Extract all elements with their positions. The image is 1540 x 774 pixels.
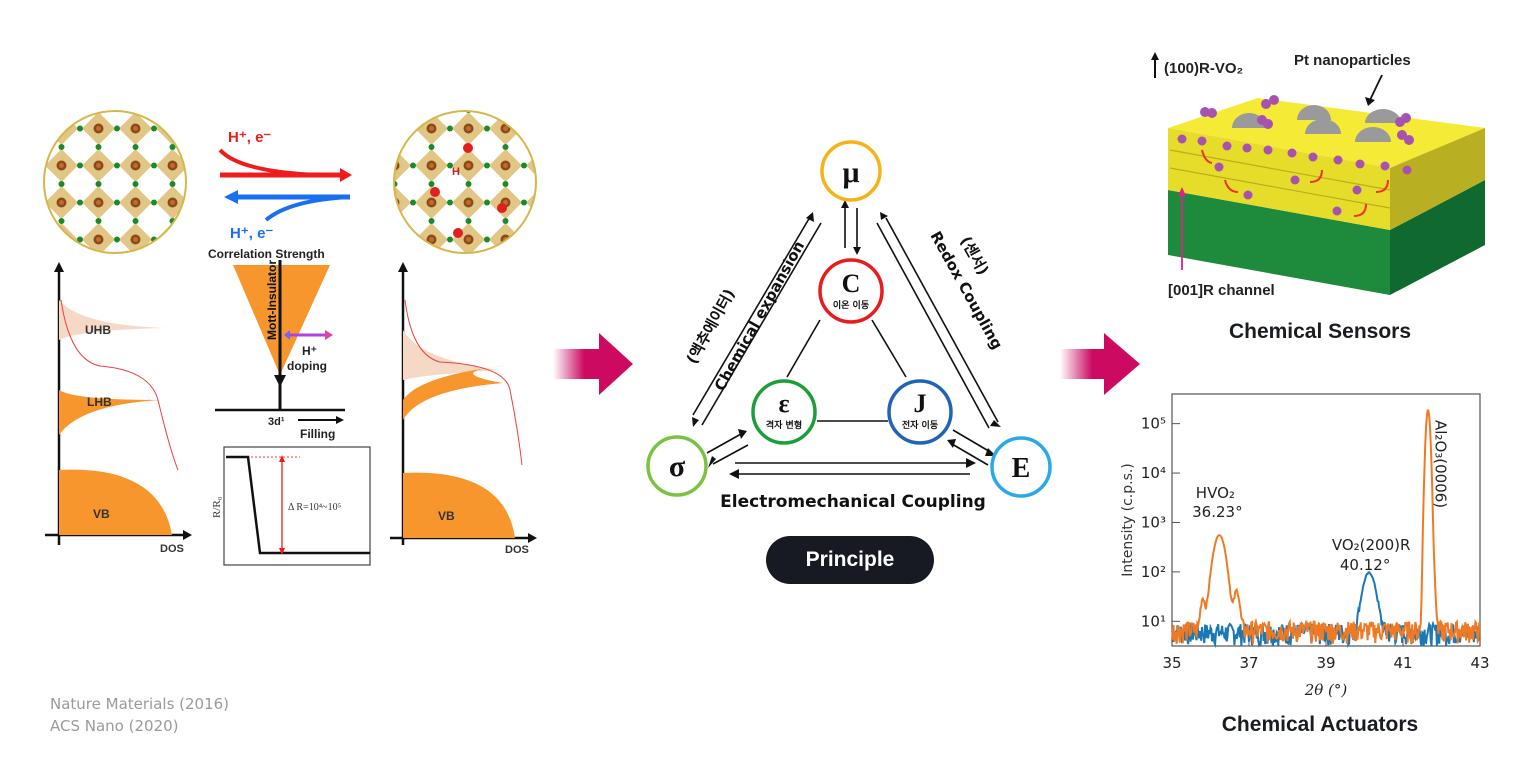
correlation-label: Correlation Strength (208, 247, 325, 261)
symbol-sigma: σ (669, 450, 686, 483)
crystal-left (43, 110, 187, 254)
symbol-c: C (842, 269, 861, 298)
arrow-top-label: H⁺, e⁻ (228, 129, 271, 146)
x-tick-label: 37 (1239, 654, 1258, 672)
arrow-bottom-label: H⁺, e⁻ (230, 225, 273, 242)
node-e (990, 436, 1052, 498)
actuator-caption: Chemical Actuators (1221, 713, 1419, 736)
chart-annotation: VO₂(200)R (1332, 536, 1411, 554)
dos-xlabel-right: DOS (505, 544, 529, 556)
sub-j: 전자 이동 (902, 419, 938, 431)
resistance-inset: R/R₀ Δ R=10⁴~10⁵ (211, 446, 371, 566)
chart-annotation: Al₂O₃(0006) (1432, 420, 1450, 508)
series-line (1171, 409, 1481, 645)
inset-delta-label: Δ R=10⁴~10⁵ (288, 502, 341, 513)
filling-label-1: 3d¹ (268, 416, 285, 428)
sub-eps: 격자 변형 (766, 419, 802, 431)
symbol-mu: μ (842, 156, 859, 189)
doping-label-2: doping (287, 359, 327, 373)
dos-xlabel-left: DOS (160, 543, 184, 555)
series-line (1171, 571, 1481, 649)
pt-nanoparticles-label: Pt nanoparticles (1294, 52, 1411, 69)
principle-button[interactable]: Principle (766, 536, 934, 584)
node-sigma (646, 435, 708, 497)
bottom-edge-label: Electromechanical Coupling (720, 492, 986, 512)
x-tick-label: 35 (1162, 654, 1181, 672)
hydrogenation-arrow (218, 148, 352, 222)
xrd-plot: 35 37 39 41 43 10¹ 10² 10³ 10⁴ 10⁵ Intensity (c.p… (1120, 393, 1490, 699)
vo2-sensor-schematic: (100)R-VO₂ Pt nanoparticles [001]R chann… (1151, 52, 1485, 299)
sensor-caption: Chemical Sensors (1228, 320, 1412, 343)
channel-label: [001]R channel (1168, 282, 1275, 299)
y-tick-label: 10⁵ (1141, 415, 1166, 433)
x-axis-label: 2θ (°) (1304, 681, 1348, 699)
mott-label: Mott-Insulator (265, 260, 279, 340)
mott-transition-figure: H H⁺, e⁻ H⁺, e⁻ Correlation Strength Mot… (43, 110, 537, 566)
lhb-label: LHB (87, 395, 112, 409)
svg-text:H: H (452, 166, 460, 178)
coupling-triangle: μ C ε J σ E 이온 이동 격자 변형 전자 이동 (액추에이터) Ch… (646, 140, 1052, 512)
reference-item: ACS Nano (2020) (50, 717, 179, 735)
crystal-right-hydrogenated: H (393, 110, 537, 254)
x-tick-label: 41 (1393, 654, 1412, 672)
doping-label-1: H⁺ (302, 344, 317, 358)
uhb-label: UHB (85, 323, 111, 337)
reference-item: Nature Materials (2016) (50, 695, 230, 713)
node-eps (751, 379, 817, 445)
node-mu (820, 140, 882, 202)
y-tick-label: 10² (1141, 563, 1166, 581)
symbol-j: J (914, 389, 927, 418)
plot-frame (1171, 393, 1481, 647)
y-tick-label: 10³ (1141, 513, 1166, 531)
flow-arrow-right-1 (553, 333, 633, 395)
y-tick-label: 10⁴ (1141, 464, 1166, 482)
chart-annotation: 36.23° (1192, 503, 1242, 521)
xrd-chart: 35 37 39 41 43 10¹ 10² 10³ 10⁴ 10⁵ Intensity (c.p… (1100, 380, 1500, 710)
dos-right: VB DOS (390, 262, 537, 556)
symbol-eps: ε (778, 389, 789, 418)
references: Nature Materials (2016) ACS Nano (2020) (50, 693, 229, 737)
flow-arrow-right-2 (1060, 333, 1140, 395)
node-j (887, 379, 953, 445)
y-tick-label: 10¹ (1141, 612, 1166, 630)
filling-label-2: Filling (300, 427, 335, 441)
dos-left: UHB LHB VB DOS (45, 262, 192, 555)
sensor-figure: (100)R-VO₂ Pt nanoparticles [001]R chann… (1150, 40, 1500, 300)
inset-ylabel: R/R₀ (211, 496, 223, 518)
principle-diagram: μ C ε J σ E 이온 이동 격자 변형 전자 이동 (액추에이터) Ch… (630, 130, 1070, 520)
x-tick-label: 39 (1316, 654, 1335, 672)
x-tick-label: 43 (1470, 654, 1489, 672)
orientation-label: (100)R-VO₂ (1164, 60, 1243, 77)
hydrogen-atoms (1177, 95, 1414, 216)
node-c (818, 258, 884, 324)
chart-annotation: HVO₂ (1196, 484, 1235, 502)
chart-annotation: 40.12° (1340, 556, 1390, 574)
vb-label-right: VB (438, 509, 455, 523)
vb-label-left: VB (93, 507, 110, 521)
symbol-e: E (1012, 453, 1031, 484)
left-figure: H H⁺, e⁻ H⁺, e⁻ Correlation Strength Mot… (40, 100, 540, 570)
sub-c: 이온 이동 (833, 299, 869, 311)
y-axis-label: Intensity (c.p.s.) (1120, 463, 1136, 577)
